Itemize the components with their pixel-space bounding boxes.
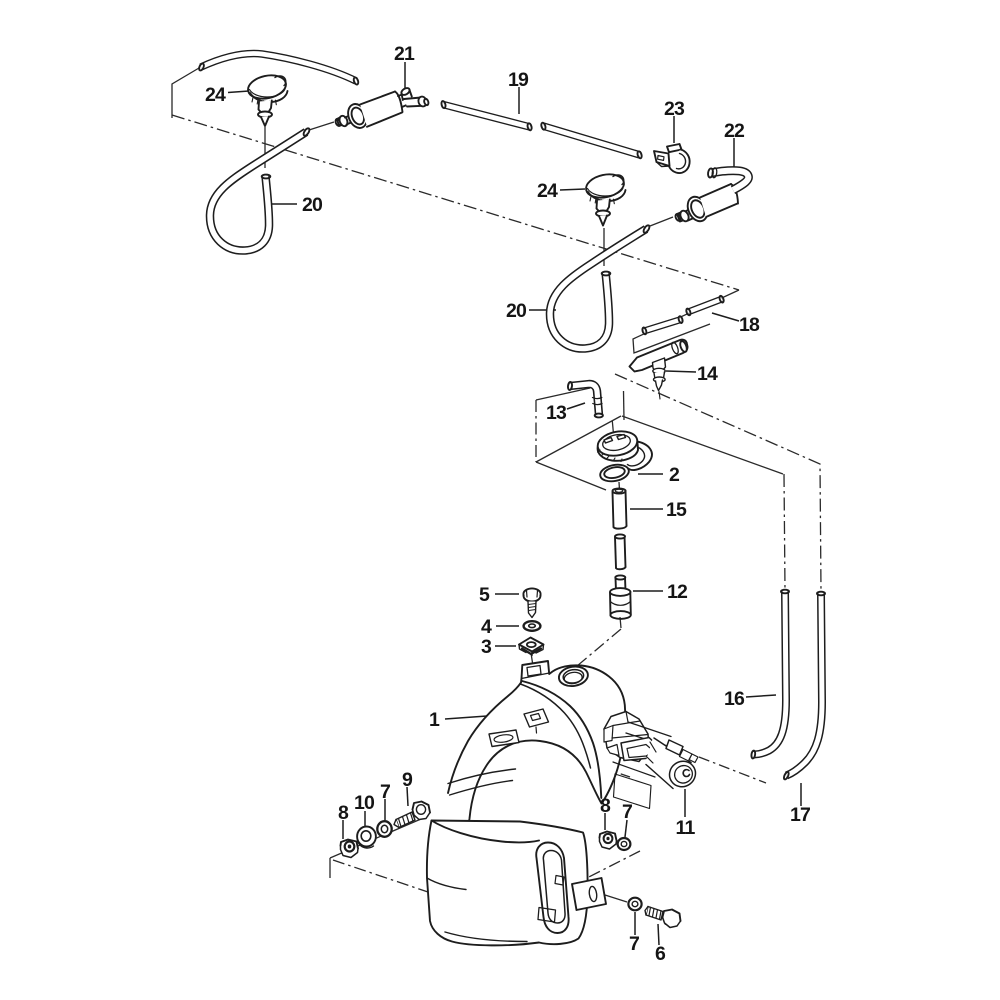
svg-text:16: 16: [724, 688, 745, 710]
svg-text:22: 22: [724, 120, 745, 142]
svg-text:7: 7: [622, 801, 632, 823]
svg-text:11: 11: [675, 817, 695, 839]
svg-text:5: 5: [479, 584, 490, 606]
svg-text:21: 21: [394, 43, 415, 65]
svg-text:13: 13: [546, 402, 567, 424]
svg-text:19: 19: [508, 69, 529, 91]
svg-text:24: 24: [537, 180, 558, 202]
svg-text:3: 3: [481, 636, 492, 658]
svg-text:8: 8: [338, 802, 349, 824]
svg-text:17: 17: [790, 804, 810, 826]
svg-text:6: 6: [655, 943, 666, 965]
svg-text:7: 7: [380, 781, 390, 803]
svg-text:10: 10: [354, 792, 375, 814]
svg-text:18: 18: [739, 314, 760, 336]
svg-text:20: 20: [302, 194, 323, 216]
svg-text:20: 20: [506, 300, 527, 322]
svg-text:8: 8: [600, 795, 611, 817]
svg-text:23: 23: [664, 98, 685, 120]
svg-text:7: 7: [629, 933, 639, 955]
svg-text:24: 24: [205, 84, 226, 106]
svg-text:1: 1: [429, 709, 440, 731]
svg-text:12: 12: [667, 581, 688, 603]
svg-text:15: 15: [666, 499, 687, 521]
svg-text:9: 9: [402, 769, 413, 791]
svg-text:4: 4: [481, 616, 492, 638]
svg-text:2: 2: [669, 464, 680, 486]
svg-text:14: 14: [697, 363, 718, 385]
